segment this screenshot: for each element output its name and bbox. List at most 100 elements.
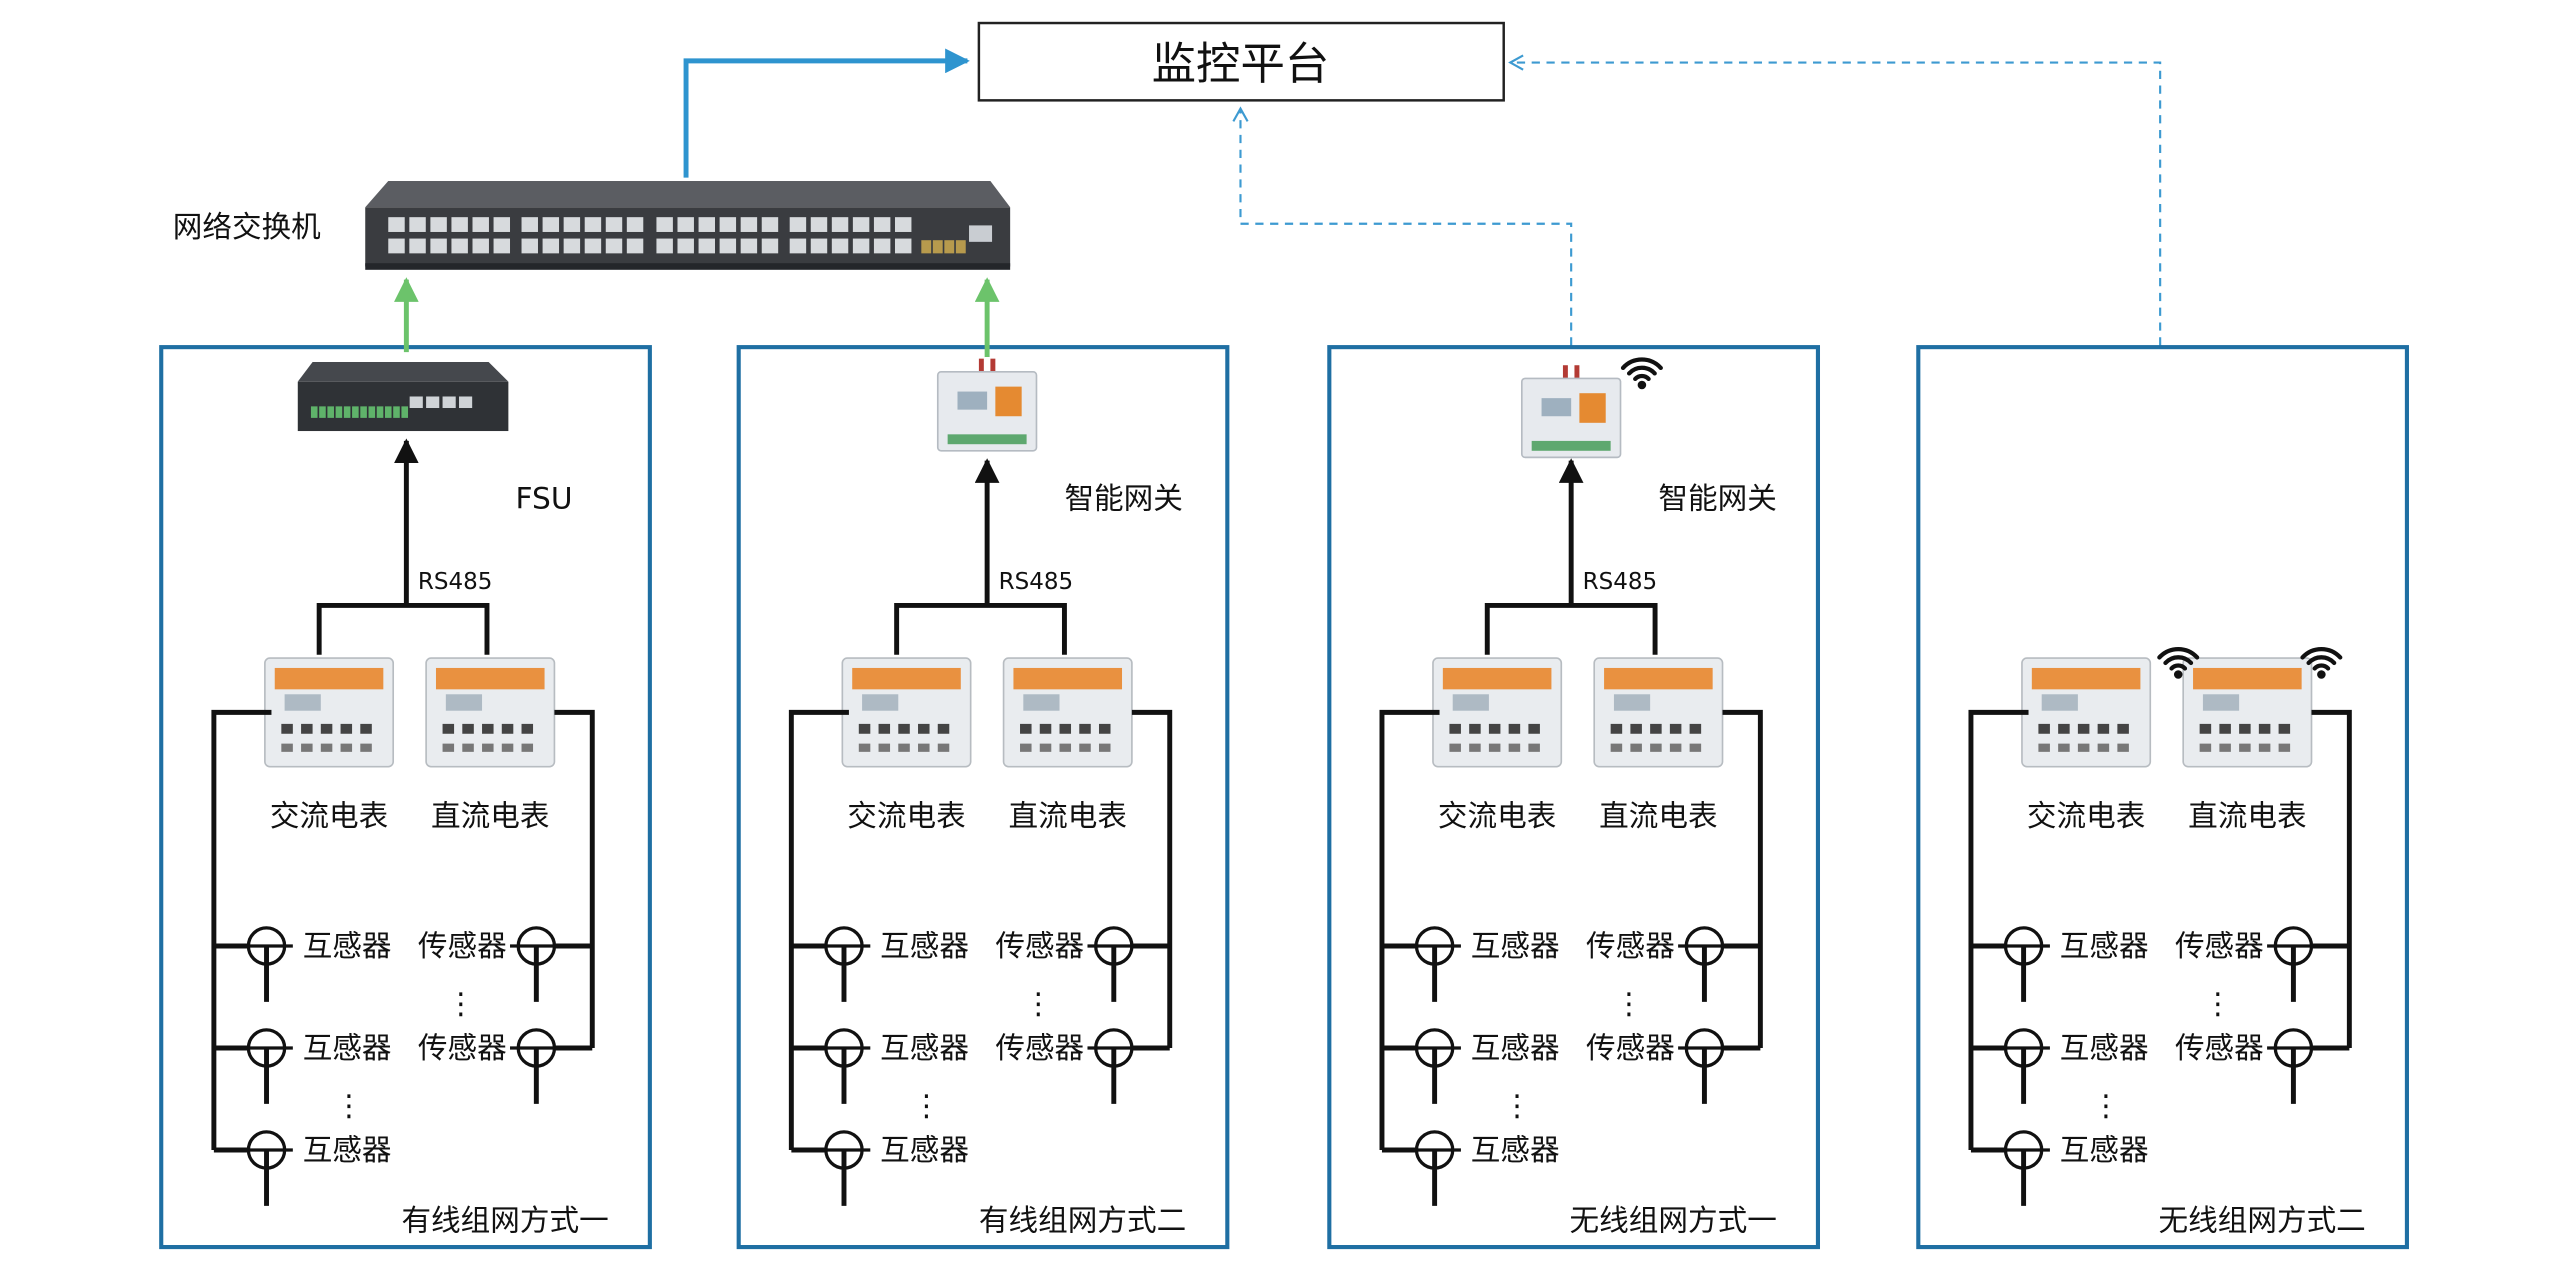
sensor-label: 传感器 [1586, 1031, 1675, 1065]
transformer-label: 互感器 [1471, 1133, 1560, 1167]
panel-border [1327, 345, 1821, 1250]
switch-port [698, 217, 716, 232]
switch-port [584, 238, 602, 254]
switch-port [873, 217, 891, 232]
ellipsis-mark: ⋮ [1502, 1088, 1532, 1122]
transformer-label: 互感器 [1471, 1031, 1560, 1065]
panel-1: 有线组网方式一交流电表直流电表FSURS485互感器互感器互感器⋮传感器传感器⋮ [159, 277, 652, 1250]
switch-port [542, 238, 560, 254]
ac-sensor-bus [1379, 709, 1440, 1150]
platform-label: 监控平台 [1152, 39, 1330, 90]
panel-3: 无线组网方式一交流电表直流电表智能网关RS485互感器互感器互感器⋮传感器传感器… [1327, 345, 1821, 1250]
switch-port [894, 217, 912, 232]
wifi-icon [2157, 647, 2200, 679]
ac-sensor-bus [211, 709, 272, 1150]
wireless-uplink-2 [1508, 54, 2162, 346]
switch-port [698, 238, 716, 254]
transformer-label: 互感器 [880, 1031, 969, 1065]
switch-port [472, 217, 489, 232]
network-panels: 有线组网方式一交流电表直流电表FSURS485互感器互感器互感器⋮传感器传感器⋮… [159, 277, 2409, 1250]
switch-port [626, 217, 644, 232]
ac-meter-label: 交流电表 [270, 799, 388, 833]
switch-port [656, 238, 673, 254]
switch-sfp-port [944, 240, 955, 254]
ac-sensor-bus [788, 709, 849, 1150]
switch-sfp-port [955, 240, 966, 254]
panel-4: 无线组网方式二交流电表直流电表互感器互感器互感器⋮传感器传感器⋮ [1916, 345, 2409, 1250]
energy-meter [1432, 657, 1563, 768]
transformer-label: 互感器 [2060, 1133, 2149, 1167]
panel-title: 有线组网方式一 [401, 1204, 608, 1238]
switch-port [409, 238, 426, 254]
gateway-label: 智能网关 [1658, 481, 1776, 515]
panel-border [1916, 345, 2409, 1250]
switch-sfp-port [921, 240, 932, 254]
transformer-label: 互感器 [880, 929, 969, 963]
switch-port [521, 217, 538, 232]
sensor-label: 传感器 [2175, 929, 2264, 963]
sensor-label: 传感器 [418, 929, 507, 963]
ellipsis-mark: ⋮ [911, 1088, 941, 1122]
switch-port [451, 217, 468, 232]
sensor-label: 传感器 [2175, 1031, 2264, 1065]
transformer-label: 互感器 [303, 1031, 392, 1065]
panel-border [736, 345, 1230, 1250]
ellipsis-mark: ⋮ [2203, 986, 2233, 1020]
dc-sensor-bus [554, 709, 595, 1048]
switch-label: 网络交换机 [173, 210, 321, 244]
gateway-label: 智能网关 [1064, 481, 1182, 515]
dc-meter-label: 直流电表 [1009, 799, 1127, 833]
switch-port [789, 238, 807, 254]
panel-2: 有线组网方式二交流电表直流电表智能网关RS485互感器互感器互感器⋮传感器传感器… [736, 277, 1230, 1250]
transformer-label: 互感器 [303, 929, 392, 963]
switch-port [521, 238, 538, 254]
sensor-label: 传感器 [1586, 929, 1675, 963]
dc-meter-label: 直流电表 [2188, 799, 2306, 833]
switch-port [493, 238, 511, 254]
switch-port [656, 217, 673, 232]
switch-front-face [365, 207, 1011, 267]
wifi-icon [1620, 357, 1663, 390]
energy-meter [2182, 657, 2313, 768]
fsu-device [297, 361, 509, 432]
network-switch: 网络交换机 [173, 180, 1011, 270]
ac-meter-label: 交流电表 [2027, 799, 2145, 833]
switch-port [740, 238, 758, 254]
transformer-label: 互感器 [2060, 929, 2149, 963]
switch-port [388, 238, 405, 254]
switch-port [472, 238, 489, 254]
transformer-label: 互感器 [880, 1133, 969, 1167]
smart-gateway-device [1520, 365, 1622, 459]
switch-port [810, 217, 828, 232]
bus-label: RS485 [418, 569, 493, 595]
switch-port [451, 238, 468, 254]
energy-meter [1593, 657, 1724, 768]
switch-port [584, 217, 602, 232]
switch-port [831, 238, 849, 254]
bus-label: RS485 [999, 569, 1074, 595]
dc-sensor-bus [1722, 709, 1763, 1048]
switch-port [542, 217, 560, 232]
switch-port [789, 217, 807, 232]
uplink-links [683, 48, 2162, 346]
dc-meter-label: 直流电表 [1599, 799, 1717, 833]
ellipsis-mark: ⋮ [446, 986, 476, 1020]
panel-title: 无线组网方式二 [2159, 1204, 2366, 1238]
sensor-label: 传感器 [418, 1031, 507, 1065]
sensor-label: 传感器 [995, 1031, 1084, 1065]
switch-port [761, 217, 779, 232]
switch-port [810, 238, 828, 254]
switch-port [563, 238, 581, 254]
wireless-uplink-1 [1232, 106, 1573, 346]
ac-sensor-bus [1968, 709, 2029, 1150]
ac-meter-label: 交流电表 [1438, 799, 1556, 833]
switch-port [677, 217, 694, 232]
ellipsis-mark: ⋮ [1023, 986, 1053, 1020]
switch-port [563, 217, 581, 232]
bus-label: RS485 [1583, 569, 1658, 595]
energy-meter [1002, 657, 1133, 768]
rs485-bus [1484, 602, 1658, 655]
switch-console-port [969, 225, 993, 242]
